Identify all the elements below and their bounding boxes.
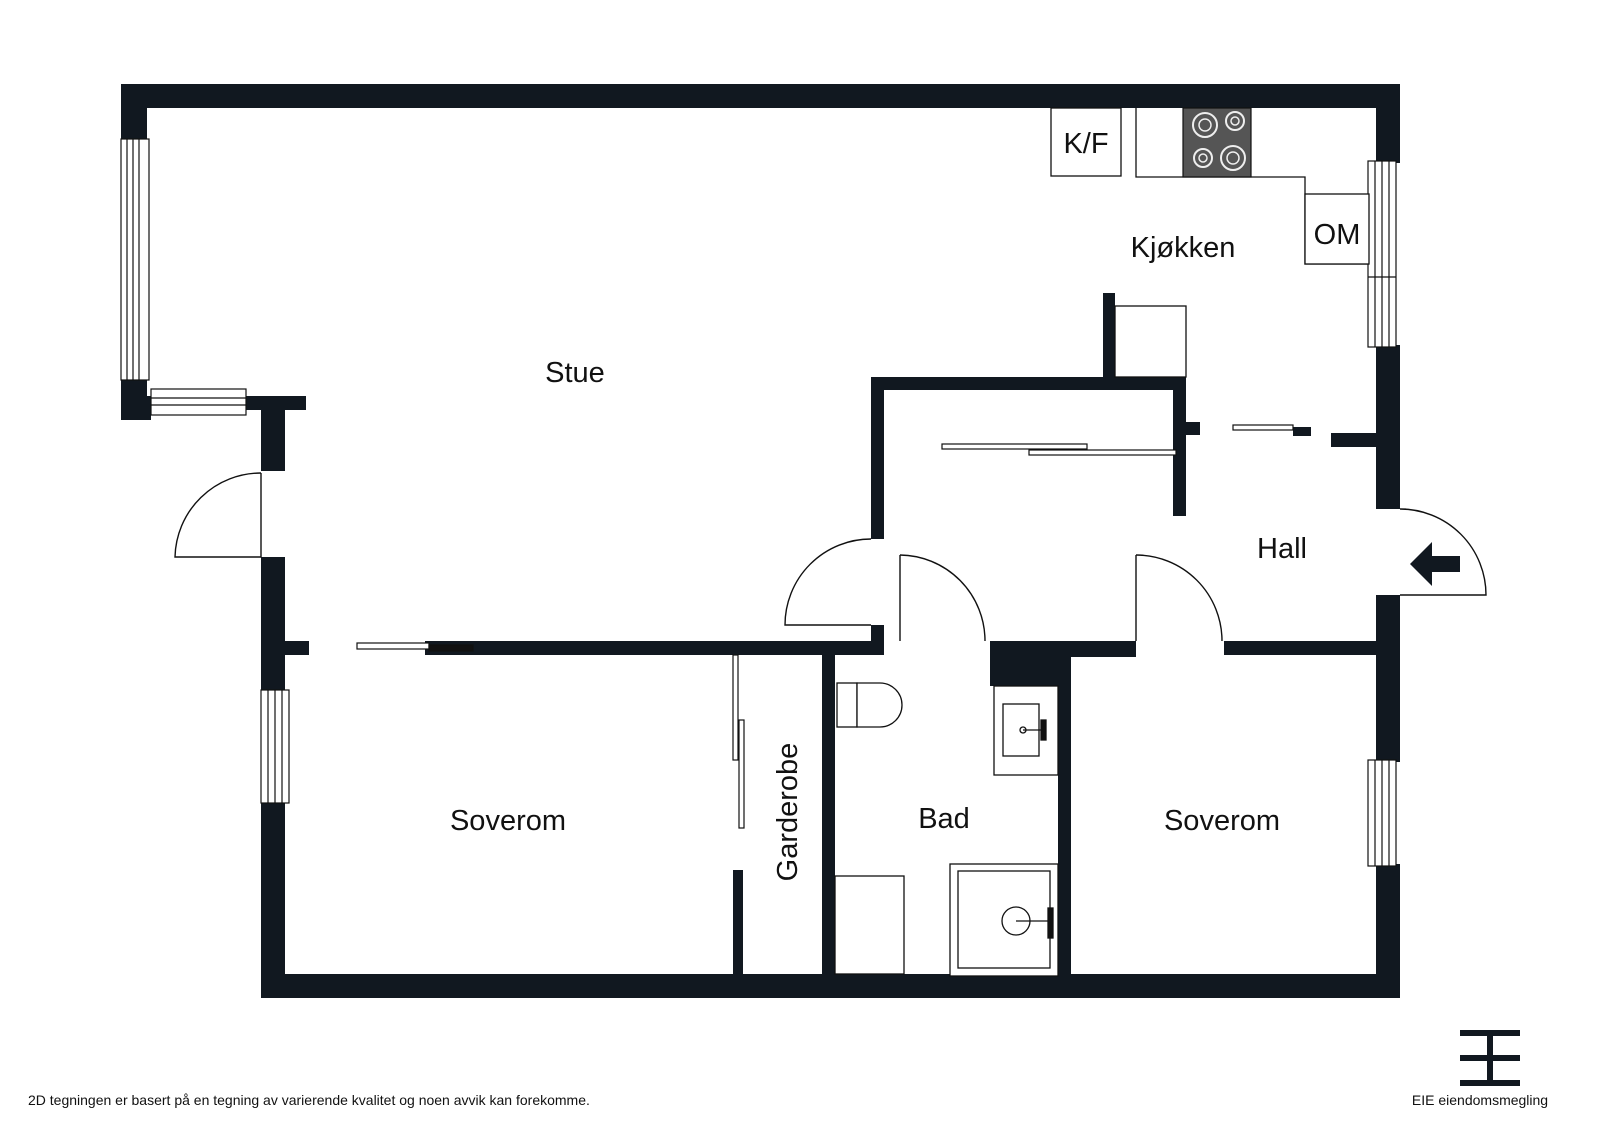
eie-logo-icon xyxy=(1380,1030,1580,1093)
bathroom-fixtures xyxy=(834,682,1059,977)
sliding-doors xyxy=(356,424,1294,829)
windows xyxy=(120,138,1397,867)
room-label-stue: Stue xyxy=(545,357,605,389)
arrow-left-icon xyxy=(1410,542,1460,586)
room-label-hall: Hall xyxy=(1257,533,1307,565)
room-label-bad: Bad xyxy=(918,803,970,835)
walls xyxy=(121,84,1400,998)
room-labels: Stue Kjøkken Hall Soverom Garderobe Bad … xyxy=(450,232,1307,881)
dishwasher-label: OM xyxy=(1314,219,1361,251)
doors xyxy=(174,472,1487,642)
brand-name: EIE eiendomsmegling xyxy=(1411,1092,1549,1108)
room-label-soverom-right: Soverom xyxy=(1164,805,1280,837)
fridge-freezer-box xyxy=(1050,107,1122,177)
dishwasher-box xyxy=(1304,193,1370,265)
kitchen-fixtures: K/F OM xyxy=(1050,107,1370,378)
disclaimer-text: 2D tegningen er basert på en tegning av … xyxy=(28,1092,590,1108)
washing-machine xyxy=(834,875,905,975)
room-label-garderobe: Garderobe xyxy=(772,743,804,882)
room-label-soverom-left: Soverom xyxy=(450,805,566,837)
room-label-kjokken: Kjøkken xyxy=(1131,232,1236,264)
toilet xyxy=(836,682,858,728)
fridge-freezer-label: K/F xyxy=(1063,128,1108,160)
